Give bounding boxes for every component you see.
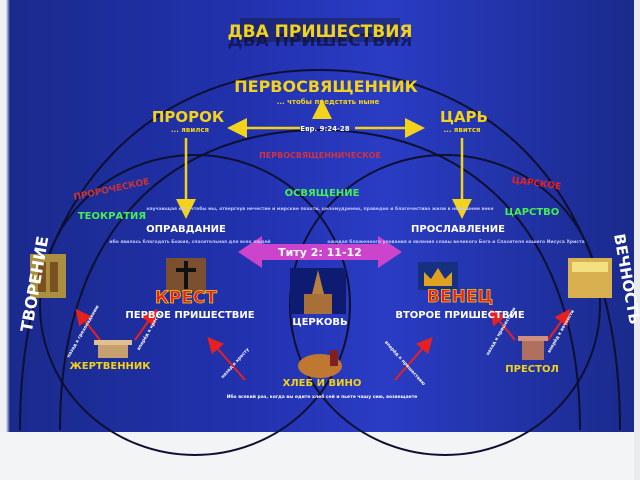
first-coming-label: ПЕРВОЕ ПРИШЕСТВИЕ xyxy=(125,310,254,321)
titus-label: Титу 2: 11-12 xyxy=(278,246,362,259)
prophet-label: ПРОРОК xyxy=(152,108,225,126)
church-label: ЦЕРКОВЬ xyxy=(292,317,347,328)
high-priest-sub: ... чтобы предстать ныне xyxy=(277,98,380,106)
right-arrow-f: вперёд к вечности xyxy=(546,309,576,354)
royal-arc-label: ЦАРСКОЕ xyxy=(511,176,562,193)
bread-wine-label: ХЛЕБ И ВИНО xyxy=(283,378,362,389)
justification-text: ибо явилась благодать Божия, спасительна… xyxy=(109,238,270,245)
king-label: ЦАРЬ xyxy=(440,108,488,126)
crown-image xyxy=(418,262,458,290)
title-shadow: ДВА ПРИШЕСТВИЯ xyxy=(227,31,412,51)
bread-wine-image xyxy=(298,350,342,378)
left-arrow-a: назад к грехопадению xyxy=(66,304,100,359)
titus-double-arrow xyxy=(238,236,402,268)
throne-image xyxy=(518,336,548,360)
red-arrows xyxy=(75,308,571,381)
church-image xyxy=(290,268,346,314)
altar-label: ЖЕРТВЕННИК xyxy=(70,361,152,372)
sanctification-label: ОСВЯЩЕНИЕ xyxy=(285,188,360,199)
ark-image xyxy=(568,258,612,298)
right-scroll-edge xyxy=(634,0,640,480)
bread-wine-text: Ибо всякий раз, когда вы едите хлеб сей … xyxy=(227,393,418,400)
eternity-label: ВЕЧНОСТЬ xyxy=(610,232,640,326)
sanctification-text: научающая нас, чтобы мы, отвергнув нечес… xyxy=(146,205,493,212)
center-arrow-c: назад к кресту xyxy=(221,347,251,379)
glorification-text: ожидая блаженного упования и явления сла… xyxy=(327,238,584,245)
outer-orbits xyxy=(19,68,621,456)
altar-image xyxy=(94,340,132,358)
creation-image xyxy=(30,254,66,298)
king-sub: ... явится xyxy=(444,126,481,134)
theocracy-label: ТЕОКРАТИЯ xyxy=(78,211,146,222)
page-title: ДВА ПРИШЕСТВИЯ xyxy=(227,22,412,42)
center-arrow-d: вперёд к пришествию xyxy=(383,340,427,388)
kingdom-label: ЦАРСТВО xyxy=(505,207,560,218)
cross-image xyxy=(166,258,206,292)
cross-label: КРЕСТ xyxy=(155,288,217,308)
prophet-sub: ... явился xyxy=(171,126,209,134)
high-priest-label: ПЕРВОСВЯЩЕННИК xyxy=(234,77,418,96)
priestly-arc-label: ПЕРВОСВЯЩЕННИЧЕСКОЕ xyxy=(259,151,381,160)
second-coming-label: ВТОРОЕ ПРИШЕСТВИЕ xyxy=(395,310,524,321)
glorification-label: ПРОСЛАВЛЕНИЕ xyxy=(411,224,505,235)
justification-label: ОПРАВДАНИЕ xyxy=(146,224,226,235)
title-backdrop xyxy=(240,18,400,42)
throne-label: ПРЕСТОЛ xyxy=(505,364,559,375)
bottom-bar xyxy=(0,432,640,480)
crown-label: ВЕНЕЦ xyxy=(427,287,493,307)
hebrews-ref: Евр. 9:24-28 xyxy=(300,125,350,133)
